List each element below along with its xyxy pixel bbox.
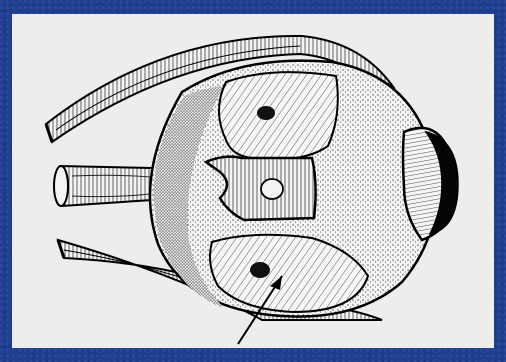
lower-insertion-spot (250, 262, 270, 278)
central-opening (261, 179, 283, 199)
eyeball (150, 61, 436, 317)
eye-diagram (12, 14, 494, 348)
upper-insertion-spot (257, 106, 275, 120)
optic-nerve (54, 166, 155, 206)
cornea (403, 128, 458, 240)
illustration-panel (12, 14, 494, 348)
